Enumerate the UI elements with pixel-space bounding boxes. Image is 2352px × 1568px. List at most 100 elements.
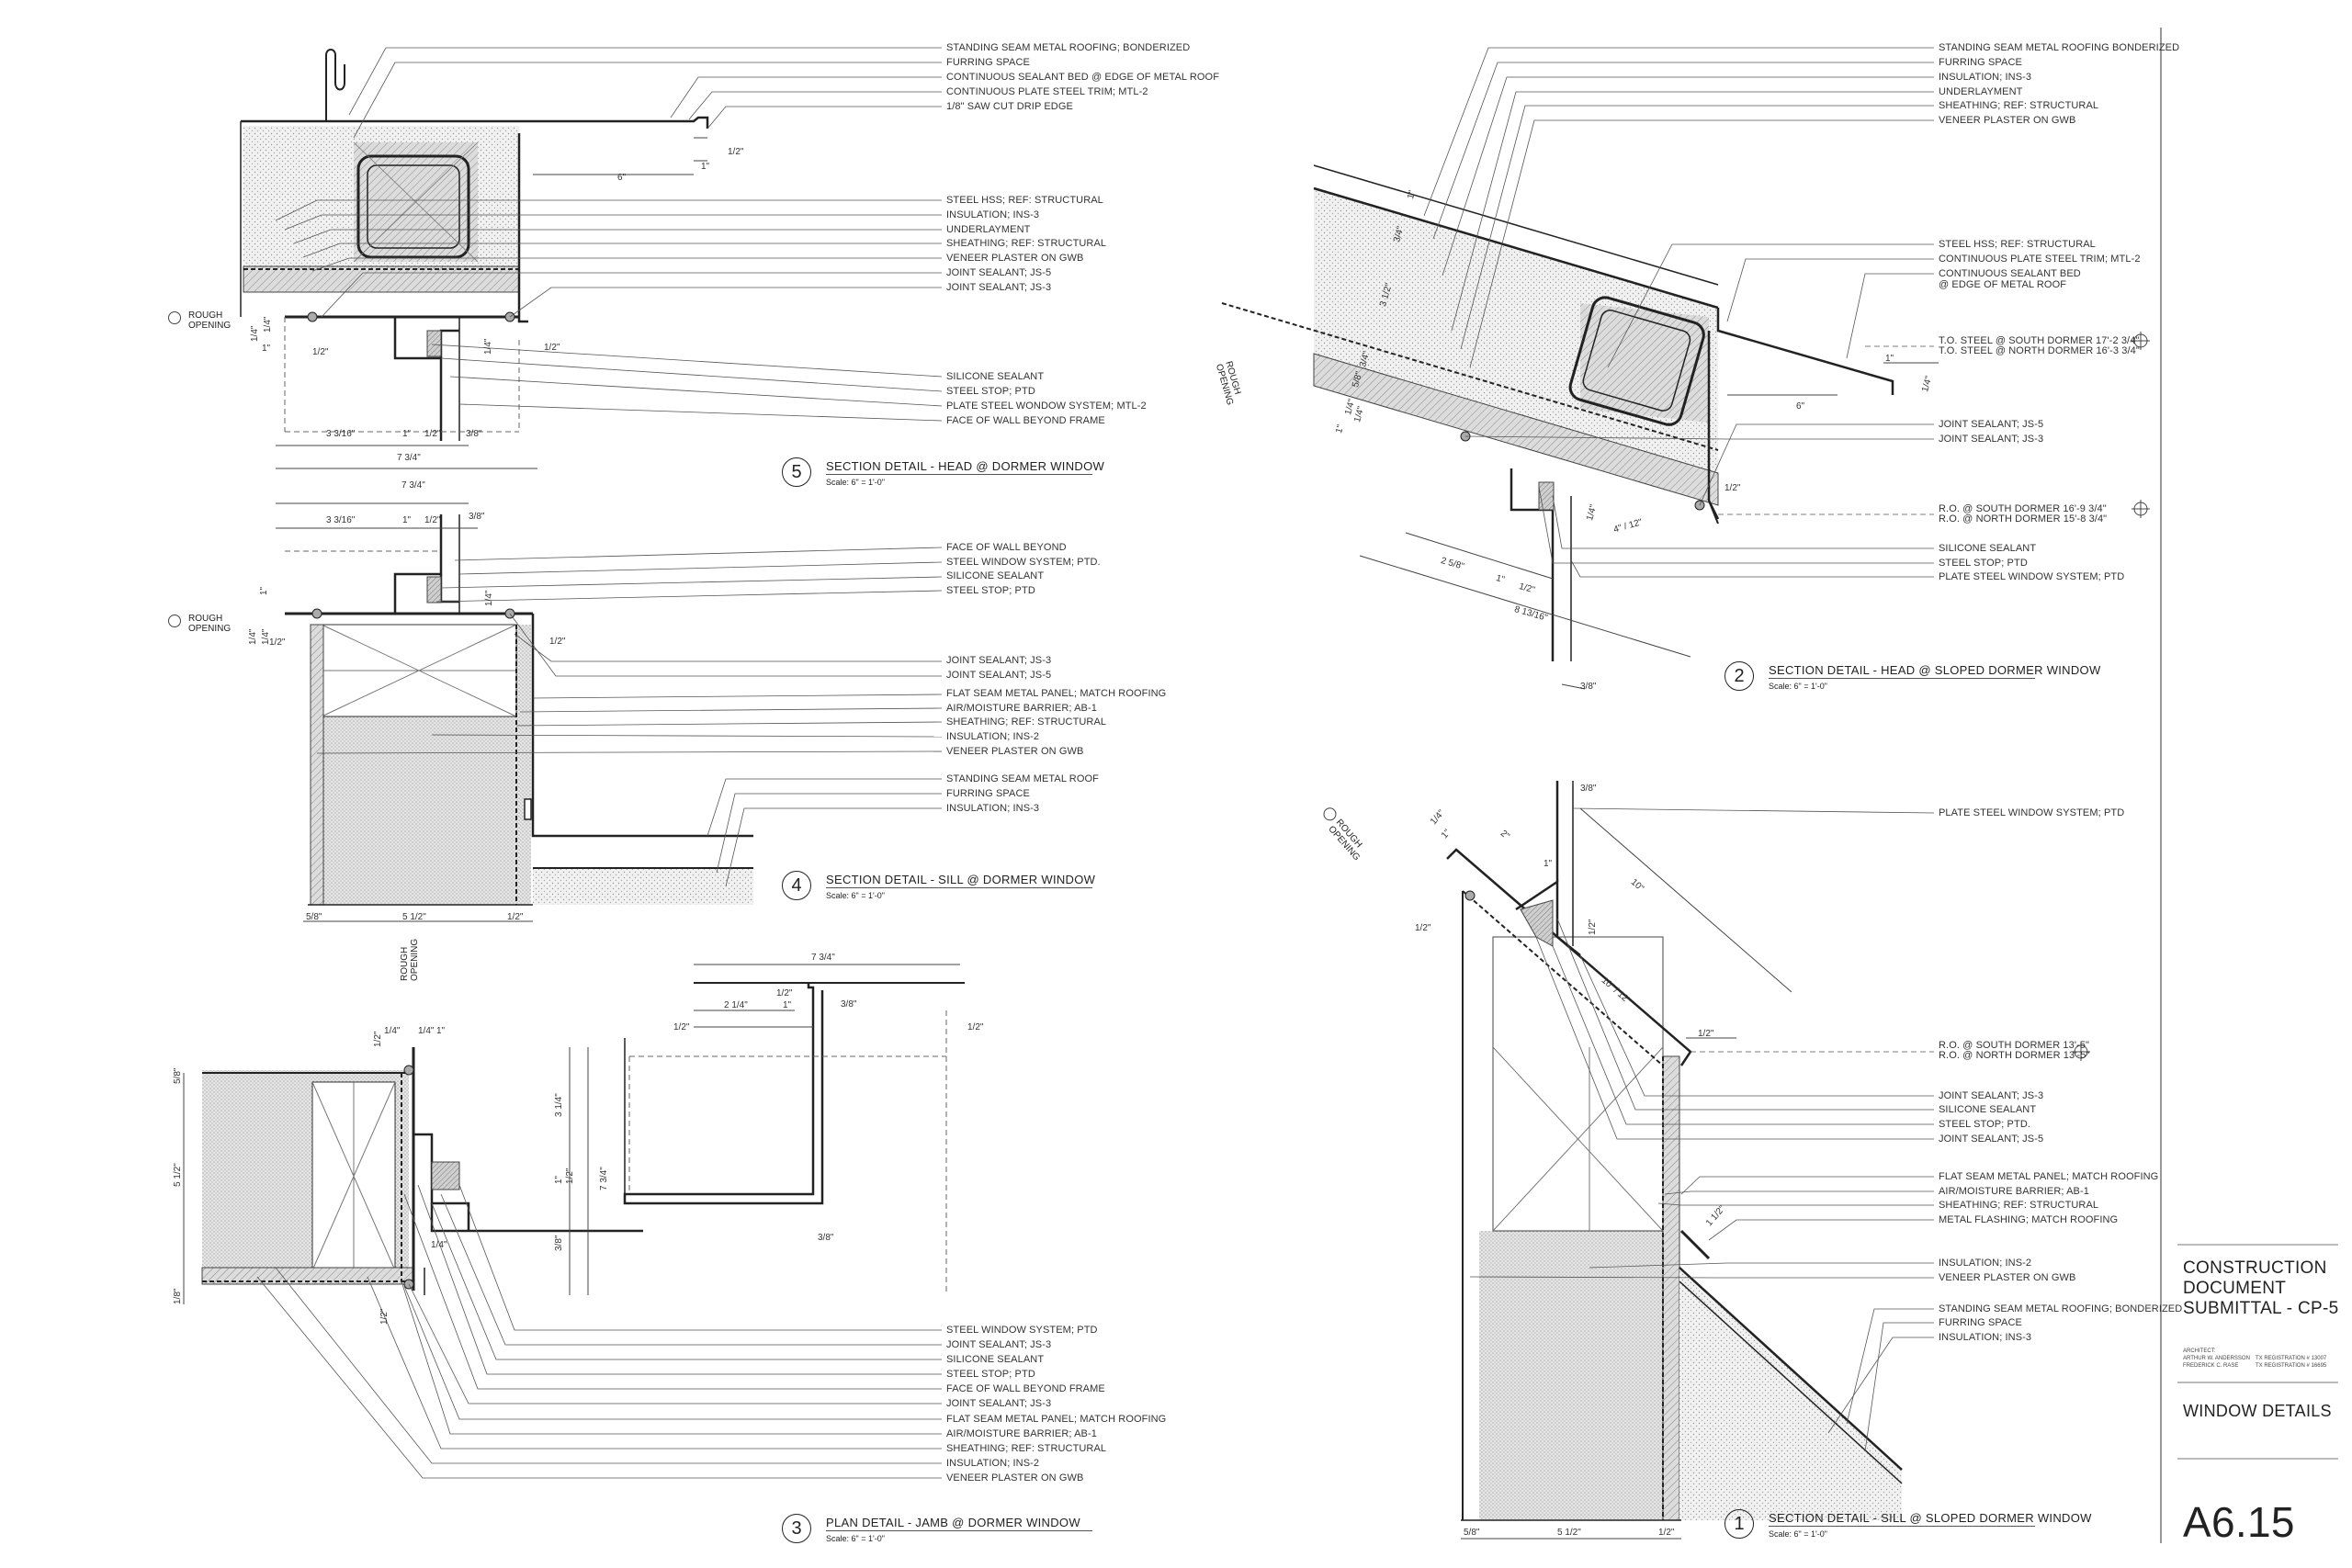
callout: PLATE STEEL WINDOW SYSTEM; PTD <box>1939 571 2125 582</box>
detail-title: SECTION DETAIL - HEAD @ SLOPED DORMER WI… <box>1769 663 2101 677</box>
callout: STANDING SEAM METAL ROOFING BONDERIZED <box>1939 42 2180 53</box>
callout: SHEATHING; REF: STRUCTURAL <box>946 238 1107 249</box>
callout: FLAT SEAM METAL PANEL; MATCH ROOFING <box>1939 1171 2159 1182</box>
callout: CONTINUOUS PLATE STEEL TRIM; MTL-2 <box>1939 254 2141 265</box>
callout: METAL FLASHING; MATCH ROOFING <box>1939 1214 2119 1225</box>
callout: VENEER PLASTER ON GWB <box>946 746 1084 757</box>
detail-2-drawing <box>1221 164 1939 690</box>
dimension: 1" <box>783 1000 792 1010</box>
callout: VENEER PLASTER ON GWB <box>946 253 1084 264</box>
callout: JOINT SEALANT; JS-5 <box>1939 419 2044 430</box>
callout: VENEER PLASTER ON GWB <box>946 1472 1084 1483</box>
callout: AIR/MOISTURE BARRIER; AB-1 <box>946 703 1097 714</box>
dimension: 1" <box>262 344 271 354</box>
credit-line: ARCHITECT: <box>2183 1348 2216 1354</box>
detail-title: SECTION DETAIL - HEAD @ DORMER WINDOW <box>826 459 1105 473</box>
detail-5-leaders <box>275 47 943 422</box>
detail-number: 1 <box>1724 1509 1754 1539</box>
callout: JOINT SEALANT; JS-5 <box>946 670 1052 681</box>
callout: SILICONE SEALANT <box>1939 1104 2037 1115</box>
callout: STEEL WINDOW SYSTEM; PTD. <box>946 557 1101 568</box>
callout: STANDING SEAM METAL ROOFING; BONDERIZED <box>946 42 1191 53</box>
detail-3-leaders <box>256 1184 942 1479</box>
elevation: T.O. STEEL @ SOUTH DORMER 17'-2 3/4" <box>1939 335 2140 346</box>
callout: STEEL STOP; PTD. <box>1939 1119 2031 1130</box>
callout: CONTINUOUS PLATE STEEL TRIM; MTL-2 <box>946 86 1148 97</box>
dimension: 1/2" <box>312 347 329 357</box>
callout: STEEL STOP; PTD <box>946 1369 1035 1380</box>
detail-3-drawing <box>183 964 965 1304</box>
detail-scale: Scale: 6" = 1'-0" <box>1769 1529 1827 1539</box>
callout: INSULATION; INS-2 <box>1939 1258 2032 1269</box>
dimension: 3/8" <box>466 429 482 439</box>
dimension: 3/8" <box>469 512 485 522</box>
detail-4-leaders <box>316 547 943 887</box>
dimension: 1/2" <box>544 343 560 353</box>
dimension: 1" <box>436 1026 446 1036</box>
callout: AIR/MOISTURE BARRIER; AB-1 <box>1939 1186 2089 1197</box>
dimension: 1/2" <box>424 429 441 439</box>
elevation: R.O. @ SOUTH DORMER 16'-9 3/4" <box>1939 503 2107 514</box>
detail-scale: Scale: 6" = 1'-0" <box>1769 682 1827 691</box>
credit-line: TX REGISTRATION # 16695 <box>2256 1363 2327 1369</box>
detail-number: 5 <box>782 457 811 487</box>
rough-opening-label: ROUGH OPENING <box>168 310 232 331</box>
callout: SHEATHING; REF: STRUCTURAL <box>1939 100 2099 111</box>
callout: STEEL STOP; PTD <box>1939 558 2028 569</box>
dimension: 1/2" <box>1698 1029 1714 1039</box>
callout: FURRING SPACE <box>946 57 1030 68</box>
detail-scale: Scale: 6" = 1'-0" <box>826 478 885 487</box>
callout: SILICONE SEALANT <box>1939 543 2037 554</box>
detail-1-drawing <box>1446 781 1934 1540</box>
detail-title: SECTION DETAIL - SILL @ SLOPED DORMER WI… <box>1769 1511 2092 1525</box>
dimension: 7 3/4" <box>397 453 421 463</box>
dimension: 5 1/2" <box>402 912 426 922</box>
dimension: 5/8" <box>306 912 322 922</box>
callout: STEEL HSS; REF: STRUCTURAL <box>946 195 1103 206</box>
callout: SHEATHING; REF: STRUCTURAL <box>1939 1200 2099 1211</box>
dimension: 3 3/16" <box>326 429 356 439</box>
callout: STANDING SEAM METAL ROOFING; BONDERIZED <box>1939 1303 2183 1314</box>
dimension: 1/2" <box>967 1022 984 1032</box>
detail-4-drawing <box>276 502 753 922</box>
dimension: 1/2" <box>269 637 286 648</box>
callout: INSULATION; INS-3 <box>1939 72 2032 83</box>
dimension: 1" <box>402 429 412 439</box>
elevation: T.O. STEEL @ NORTH DORMER 16'-3 3/4" <box>1939 345 2140 356</box>
callout: JOINT SEALANT; JS-3 <box>946 655 1052 666</box>
callout: FACE OF WALL BEYOND FRAME <box>946 1383 1105 1394</box>
callout: 1/8" SAW CUT DRIP EDGE <box>946 101 1073 112</box>
detail-5-drawing <box>240 49 709 469</box>
dimension: 1/2" <box>1658 1528 1675 1538</box>
callout: FACE OF WALL BEYOND <box>946 542 1067 553</box>
callout: INSULATION; INS-3 <box>946 209 1040 220</box>
dimension: 1/2" <box>1415 923 1431 933</box>
elevation: R.O. @ NORTH DORMER 15'-8 3/4" <box>1939 513 2108 525</box>
callout: VENEER PLASTER ON GWB <box>1939 115 2076 126</box>
credit-line: ARTHUR W. ANDERSSON <box>2183 1356 2250 1361</box>
dimension: 3/8" <box>818 1233 834 1243</box>
dimension: 5 1/2" <box>1557 1528 1581 1538</box>
callout: FURRING SPACE <box>1939 1317 2022 1328</box>
callout: SHEATHING; REF: STRUCTURAL <box>946 1443 1107 1454</box>
dimension: 1/2" <box>673 1022 690 1032</box>
callout: JOINT SEALANT; JS-3 <box>946 282 1052 293</box>
detail-2-leaders <box>1423 47 1934 578</box>
dimension: 5/8" <box>1464 1528 1480 1538</box>
callout: JOINT SEALANT; JS-5 <box>1939 1134 2044 1145</box>
submittal-line: CONSTRUCTION <box>2183 1258 2327 1278</box>
sheet-number: A6.15 <box>2183 1498 2295 1546</box>
dimension: 7 3/4" <box>401 480 425 491</box>
callout: JOINT SEALANT; JS-3 <box>946 1339 1052 1350</box>
callout: STEEL HSS; REF: STRUCTURAL <box>1939 239 2096 250</box>
dimension: 1/2" <box>424 515 441 525</box>
callout: PLATE STEEL WONDOW SYSTEM; MTL-2 <box>946 400 1147 412</box>
callout: PLATE STEEL WINDOW SYSTEM; PTD <box>1939 807 2125 818</box>
dimension: 6" <box>617 173 627 183</box>
callout: STEEL STOP; PTD <box>946 585 1035 596</box>
detail-scale: Scale: 6" = 1'-0" <box>826 1534 885 1543</box>
callout: FACE OF WALL BEYOND FRAME <box>946 415 1105 426</box>
dimension: 1/2" <box>549 637 566 647</box>
dimension: 3 3/16" <box>326 515 356 525</box>
